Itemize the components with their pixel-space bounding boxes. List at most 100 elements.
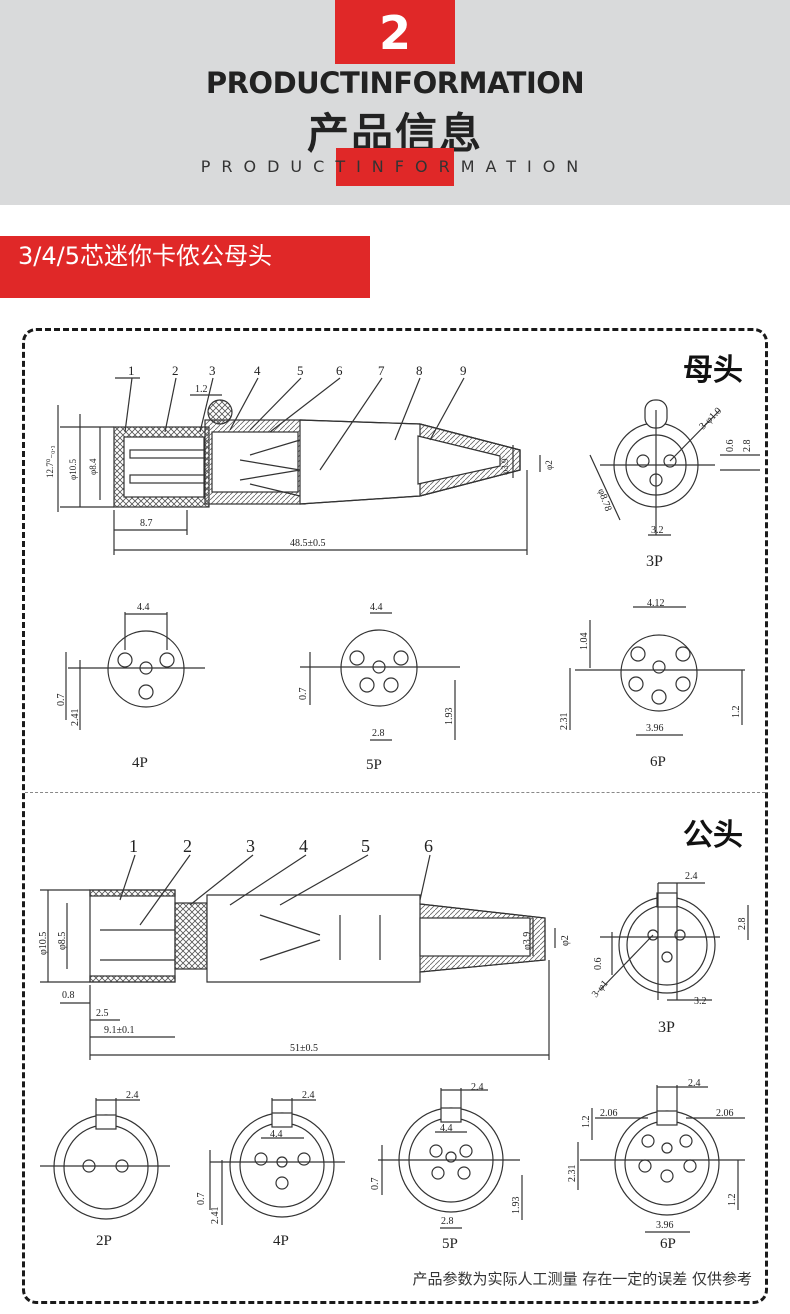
male-callout-2: 2 (183, 836, 192, 856)
female-3p-0-6: 0.6 (725, 440, 736, 453)
product-label: 3/4/5芯迷你卡侬公母头 (0, 236, 370, 298)
female-5p-label: 5P (366, 757, 382, 773)
female-5p-view (300, 612, 460, 741)
female-4p-label: 4P (132, 755, 148, 771)
f6p-3-96: 3.96 (646, 723, 664, 734)
m4p-0-7: 0.7 (196, 1193, 207, 1206)
m3p-3-2: 3.2 (694, 996, 707, 1007)
male-callout-3: 3 (246, 836, 255, 856)
m5p-1-93: 1.93 (511, 1197, 522, 1215)
female-6p-view (569, 606, 745, 736)
m6p-2-06-right: 2.06 (716, 1108, 734, 1119)
m-phi3-9: φ3.9 (522, 932, 533, 950)
m-phi10-5: φ10.5 (38, 932, 49, 955)
male-callout-4: 4 (299, 836, 308, 856)
female-callout-3: 3 (209, 363, 216, 378)
m-2-5: 2.5 (96, 1008, 109, 1019)
m6p-1-2-top: 1.2 (581, 1116, 592, 1129)
male-2p-label: 2P (96, 1233, 112, 1249)
female-3p-phi: φ8.78 (595, 487, 613, 513)
male-callout-5: 5 (361, 836, 370, 856)
dim-12-7: 12.7⁰₋₀.₃ (45, 445, 55, 478)
female-callout-8: 8 (416, 363, 423, 378)
dim-1-2: 1.2 (195, 384, 208, 395)
female-callout-5: 5 (297, 363, 304, 378)
female-3p-pins: 3-φ1.0 (697, 406, 724, 433)
section-divider (25, 792, 765, 793)
f6p-4-12: 4.12 (647, 598, 665, 609)
m-phi8-5: φ8.5 (57, 932, 68, 950)
title-english: PRODUCTINFORMATION (205, 66, 585, 100)
f5p-4-4: 4.4 (370, 602, 383, 613)
female-3p-label: 3P (646, 553, 663, 570)
male-2p-view (40, 1098, 170, 1220)
m4p-2-41: 2.41 (210, 1207, 221, 1225)
m5p-4-4: 4.4 (440, 1123, 453, 1134)
f4p-0-7: 0.7 (56, 694, 67, 707)
m6p-1-2-right: 1.2 (727, 1194, 738, 1207)
female-4p-view (65, 612, 205, 730)
f6p-2-31: 2.31 (559, 713, 570, 731)
f5p-0-7: 0.7 (298, 688, 309, 701)
female-side-view (57, 377, 541, 555)
male-5p-view (378, 1088, 523, 1229)
m-9-1: 9.1±0.1 (104, 1025, 135, 1036)
m4p-4-4: 4.4 (270, 1129, 283, 1140)
f4p-4-4: 4.4 (137, 602, 150, 613)
drawing-frame (22, 328, 768, 1304)
f6p-1-04: 1.04 (579, 633, 590, 651)
footer-note: 产品参数为实际人工测量 存在一定的误差 仅供参考 (412, 1270, 752, 1288)
female-callout-2: 2 (172, 363, 179, 378)
male-4p-label: 4P (273, 1233, 289, 1249)
dim-phi8-4: φ8.4 (88, 458, 98, 475)
m5p-0-7: 0.7 (370, 1178, 381, 1191)
f5p-2-8: 2.8 (372, 728, 385, 739)
male-side-view (40, 854, 556, 1060)
step-number: 2 (335, 0, 455, 64)
m-phi2: φ2 (560, 935, 571, 946)
accent-bar (336, 148, 454, 186)
female-callout-6: 6 (336, 363, 343, 378)
m4p-2-4: 2.4 (302, 1090, 315, 1101)
m6p-2-06-left: 2.06 (600, 1108, 618, 1119)
m3p-2-8: 2.8 (737, 918, 748, 931)
male-6p-view (577, 1085, 745, 1233)
female-3p-view (589, 399, 760, 536)
f4p-2-41: 2.41 (70, 709, 81, 727)
female-callout-7: 7 (378, 363, 385, 378)
m6p-2-31: 2.31 (567, 1165, 578, 1183)
female-side-labels: 1 2 3 4 5 6 7 8 9 1.2 8.7 48.5±0.5 12.7⁰… (45, 363, 554, 549)
f6p-1-2: 1.2 (731, 706, 742, 719)
m-0-8: 0.8 (62, 990, 75, 1001)
male-callout-6: 6 (424, 836, 433, 856)
male-3p-view (599, 882, 749, 1001)
m3p-2-4: 2.4 (685, 871, 698, 882)
f5p-1-93: 1.93 (444, 708, 455, 726)
m6p-3-96: 3.96 (656, 1220, 674, 1231)
female-3p-3-2: 3.2 (651, 525, 664, 536)
male-3p-label: 3P (658, 1019, 675, 1036)
m6p-2-4: 2.4 (688, 1078, 701, 1089)
dim-phi2: φ2 (544, 460, 554, 470)
m5p-2-8: 2.8 (441, 1216, 454, 1227)
dim-48-5: 48.5±0.5 (290, 538, 326, 549)
m5p-2-4: 2.4 (471, 1082, 484, 1093)
m2p-2-4: 2.4 (126, 1090, 139, 1101)
dim-8-7: 8.7 (140, 518, 153, 529)
female-callout-4: 4 (254, 363, 261, 378)
female-3p-2-8: 2.8 (742, 440, 753, 453)
m3p-0-6: 0.6 (593, 958, 604, 971)
title-spaced: PRODUCTINFORMATION (200, 157, 590, 176)
male-title: 公头 (683, 818, 743, 853)
dim-phi10-5: φ10.5 (68, 459, 78, 480)
m-51: 51±0.5 (290, 1043, 318, 1054)
dim-phi3-9: φ3.9 (500, 458, 510, 475)
female-callout-1: 1 (128, 363, 135, 378)
male-5p-label: 5P (442, 1236, 458, 1252)
male-4p-view (209, 1098, 345, 1225)
female-callout-9: 9 (460, 363, 467, 378)
male-6p-label: 6P (660, 1236, 676, 1252)
product-label-text: 3/4/5芯迷你卡侬公母头 (18, 242, 272, 270)
male-callout-1: 1 (129, 836, 138, 856)
